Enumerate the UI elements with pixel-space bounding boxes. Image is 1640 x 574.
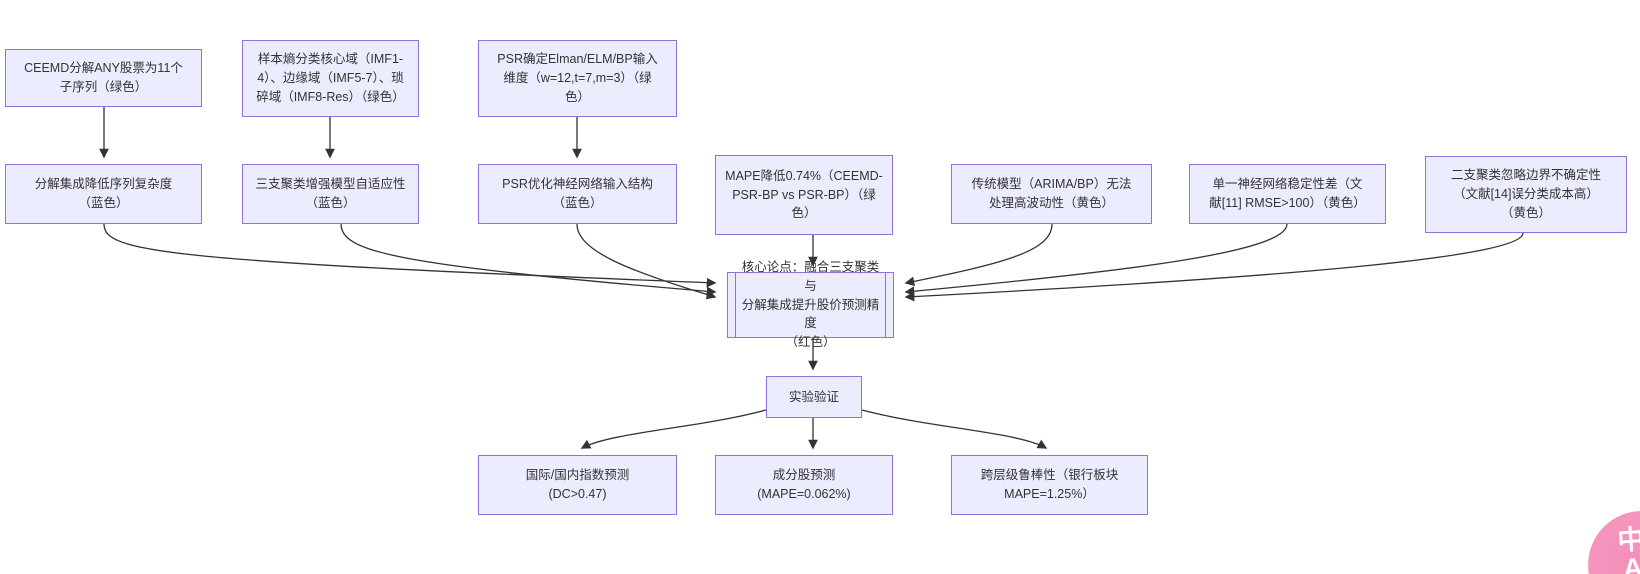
node-core-thesis: 核心论点：融合三支聚类与 分解集成提升股价预测精度 （红色） bbox=[727, 260, 894, 349]
edge-exp-p3 bbox=[861, 409, 1048, 449]
node-sample-entropy: 样本熵分类核心域（IMF1- 4）、边缘域（IMF5-7）、琐 碎域（IMF8-… bbox=[242, 40, 419, 117]
node-three-way-adaptivity: 三支聚类增强模型自适应性 （蓝色） bbox=[242, 164, 419, 224]
edge-f-core bbox=[904, 223, 1288, 297]
node-cross-level-robustness: 跨层级鲁棒性（银行板块 MAPE=1.25%） bbox=[951, 455, 1148, 515]
edge-c-core bbox=[576, 223, 717, 300]
edge-exp-p1 bbox=[580, 409, 767, 449]
node-decompose-complexity: 分解集成降低序列复杂度 （蓝色） bbox=[5, 164, 202, 224]
node-ceemd-decompose: CEEMD分解ANY股票为11个 子序列（绿色） bbox=[5, 49, 202, 107]
node-two-way-clustering-limit: 二支聚类忽略边界不确定性 （文献[14]误分类成本高） （黄色） bbox=[1425, 156, 1627, 233]
edge-b-core bbox=[340, 223, 717, 297]
node-constituent-forecast: 成分股预测 (MAPE=0.062%) bbox=[715, 455, 893, 515]
edge-a-core bbox=[103, 223, 717, 288]
node-index-forecast: 国际/国内指数预测 (DC>0.47) bbox=[478, 455, 677, 515]
edge-e-core bbox=[904, 223, 1053, 287]
node-psr-dimensions: PSR确定Elman/ELM/BP输入 维度（w=12,t=7,m=3）（绿 色… bbox=[478, 40, 677, 117]
node-single-nn-instability: 单一神经网络稳定性差（文 献[11] RMSE>100）（黄色） bbox=[1189, 164, 1386, 224]
node-traditional-model-limit: 传统模型（ARIMA/BP）无法 处理高波动性（黄色） bbox=[951, 164, 1152, 224]
edge-g-core bbox=[904, 232, 1524, 302]
node-psr-input-structure: PSR优化神经网络输入结构 （蓝色） bbox=[478, 164, 677, 224]
node-experiment-validation: 实验验证 bbox=[766, 376, 862, 418]
node-mape-reduction: MAPE降低0.74%（CEEMD- PSR-BP vs PSR-BP）（绿 色… bbox=[715, 155, 893, 235]
